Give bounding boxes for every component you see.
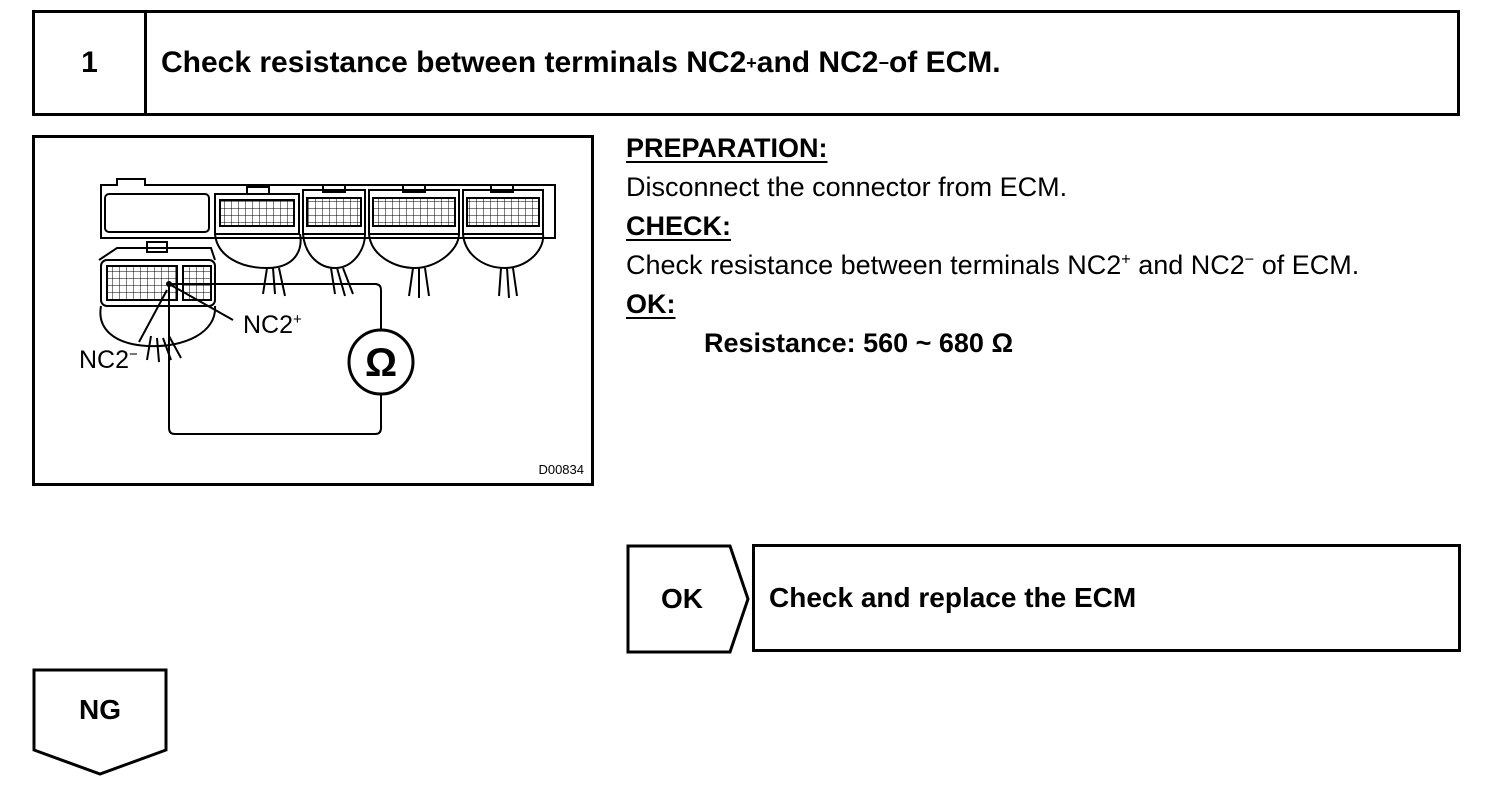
probe-point-plus — [166, 281, 172, 287]
check-text: Check resistance between terminals NC2+ … — [626, 250, 1360, 280]
step-number: 1 — [35, 13, 147, 113]
ng-result-tag: NG — [32, 668, 168, 778]
step-title: Check resistance between terminals NC2+ … — [161, 46, 1001, 79]
step-header: 1 Check resistance between terminals NC2… — [32, 10, 1460, 116]
label-nc2-minus: NC2− — [79, 346, 138, 374]
step-title-end: of ECM. — [888, 46, 1001, 79]
ohmmeter-icon: Ω — [364, 340, 398, 385]
step-title-and: and NC2 — [756, 46, 879, 79]
preparation-heading: PREPARATION: — [626, 133, 828, 163]
ok-action-box: Check and replace the ECM — [752, 544, 1461, 652]
step-title-main: Check resistance between terminals NC2 — [161, 46, 747, 79]
connector-figure: NC2+ NC2− Ω D00834 — [32, 135, 594, 486]
ok-arrow-shape — [626, 544, 750, 654]
ng-label: NG — [79, 694, 121, 725]
check-heading: CHECK: — [626, 211, 731, 241]
ecm-connector-diagram — [98, 178, 556, 435]
ng-arrow-shape — [32, 668, 168, 776]
ok-label: OK — [661, 583, 703, 614]
preparation-text: Disconnect the connector from ECM. — [626, 172, 1068, 202]
ok-heading: OK: — [626, 289, 676, 319]
resistance-spec: Resistance: 560 ~ 680 Ω — [704, 328, 1014, 358]
label-nc2-plus: NC2+ — [243, 311, 302, 339]
ok-result-tag: OK — [626, 544, 750, 654]
figure-code: D00834 — [538, 462, 584, 477]
